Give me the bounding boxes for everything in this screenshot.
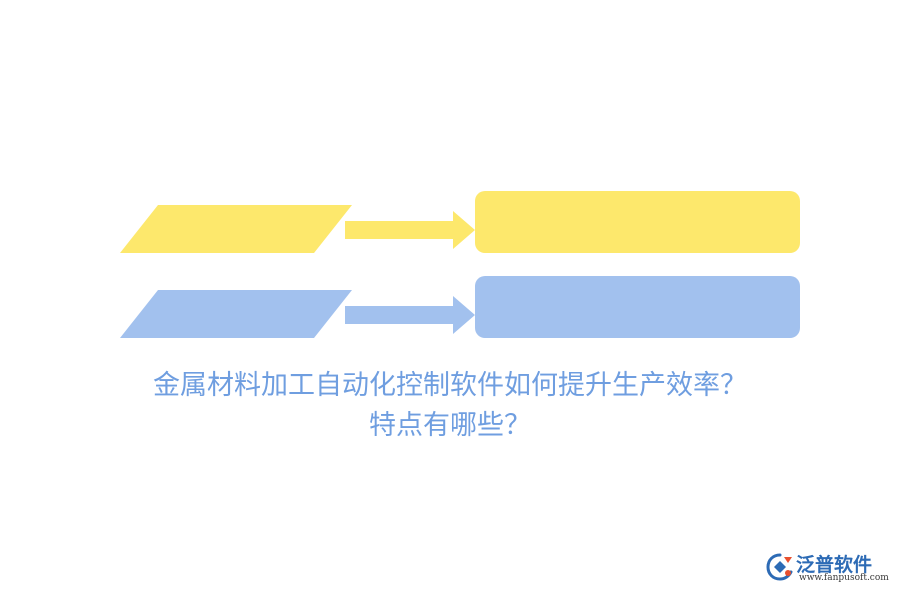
blue-arrow-icon — [345, 296, 475, 334]
yellow-arrow-icon — [345, 211, 475, 249]
headline-line-1: 金属材料加工自动化控制软件如何提升生产效率？ — [153, 370, 747, 401]
headline: 金属材料加工自动化控制软件如何提升生产效率？ 特点有哪些？ — [60, 366, 840, 446]
blue-parallelogram — [120, 290, 352, 338]
fanpu-logo-icon — [766, 553, 793, 581]
yellow-parallelogram — [120, 205, 352, 253]
brand-url: www.fanpusoft.com — [799, 573, 889, 583]
brand-name: 泛普软件 — [796, 554, 873, 576]
brand-logo: 泛普软件 www.fanpusoft.com — [766, 551, 892, 587]
yellow-box — [475, 191, 800, 253]
blue-box — [475, 276, 800, 338]
headline-line-2: 特点有哪些？ — [369, 410, 531, 441]
